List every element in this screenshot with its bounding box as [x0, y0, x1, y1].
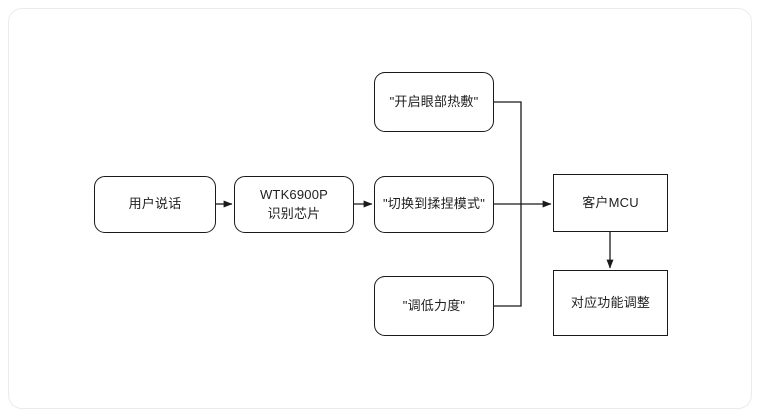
edge-lower-strength-to-mcu [494, 204, 522, 307]
node-user-speaks-label: 用户说话 [128, 196, 182, 212]
node-function-adjust[interactable]: 对应功能调整 [553, 270, 668, 336]
node-command-knead-mode-label: "切换到揉捏模式" [382, 196, 486, 212]
node-command-eye-heat[interactable]: "开启眼部热敷" [374, 72, 494, 132]
node-wtk6900p-chip-label: WTK6900P 识别芯片 [259, 186, 329, 221]
edge-eye-heat-to-mcu [494, 101, 522, 204]
node-command-lower-strength[interactable]: "调低力度" [374, 276, 494, 336]
node-user-speaks[interactable]: 用户说话 [94, 176, 216, 233]
node-customer-mcu-label: 客户MCU [582, 194, 639, 210]
node-command-knead-mode[interactable]: "切换到揉捏模式" [374, 176, 494, 233]
node-customer-mcu[interactable]: 客户MCU [553, 174, 668, 232]
node-command-lower-strength-label: "调低力度" [402, 297, 466, 313]
node-wtk6900p-chip[interactable]: WTK6900P 识别芯片 [234, 176, 354, 233]
node-command-eye-heat-label: "开启眼部热敷" [389, 93, 479, 109]
node-function-adjust-label: 对应功能调整 [570, 294, 651, 310]
